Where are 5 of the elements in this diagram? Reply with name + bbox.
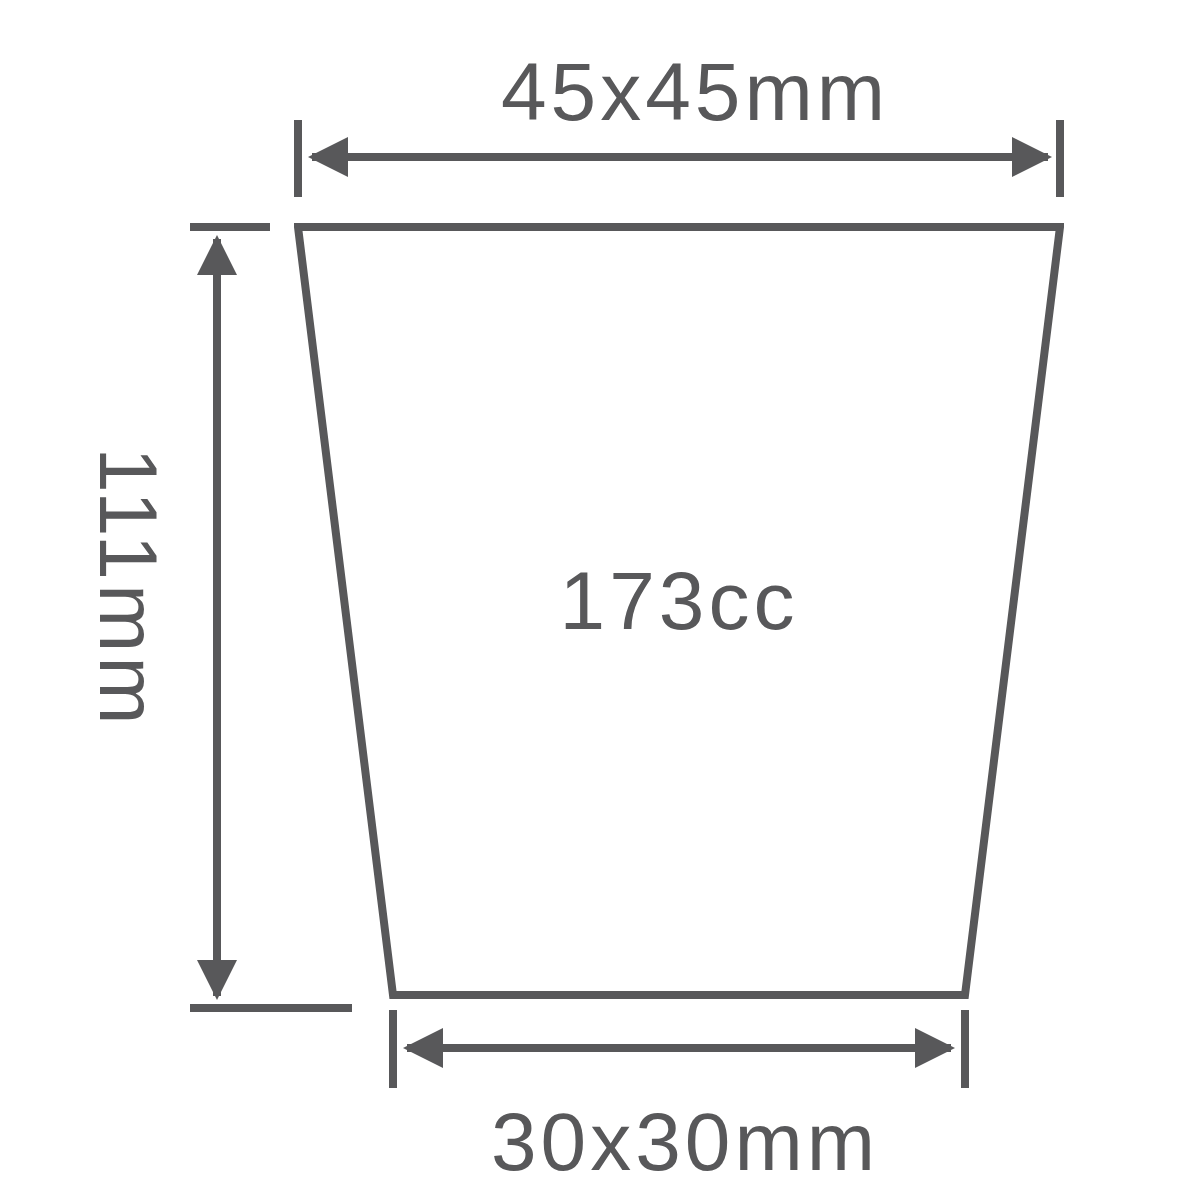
dimension-label: 111mm	[87, 447, 169, 729]
pot-outline	[294, 223, 1064, 999]
dimension-label: 45x45mm	[501, 51, 889, 133]
dimension-label: 30x30mm	[491, 1101, 879, 1183]
volume-label: 173cc	[559, 560, 799, 642]
